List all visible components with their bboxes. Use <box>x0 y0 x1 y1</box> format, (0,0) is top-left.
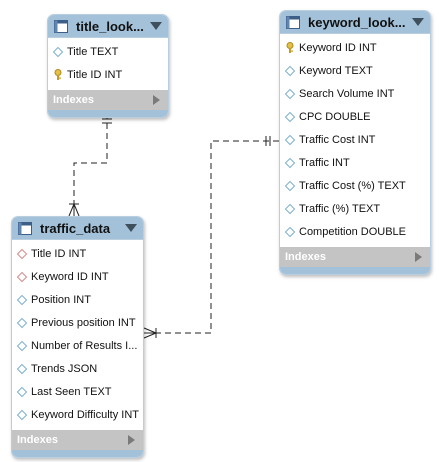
table-header[interactable]: keyword_look... <box>280 11 430 34</box>
column-diamond-icon <box>53 46 63 57</box>
relationship-title-to-traffic <box>68 113 112 217</box>
indexes-label: Indexes <box>285 251 326 263</box>
primary-key-icon <box>54 68 62 80</box>
table-footer <box>12 450 143 457</box>
column-row[interactable]: Traffic (%) TEXT <box>280 197 430 220</box>
column-list: Title ID INT Keyword ID INT Position INT… <box>12 240 143 430</box>
table-title: keyword_look... <box>308 14 406 30</box>
table-traffic-data[interactable]: traffic_data Title ID INT Keyword ID INT… <box>11 216 144 458</box>
relationship-keyword-to-traffic <box>143 136 279 339</box>
table-title-lookup[interactable]: title_look... Title TEXT Title ID INT In… <box>47 14 169 118</box>
column-label: Traffic Cost (%) TEXT <box>299 179 406 192</box>
column-diamond-icon <box>17 294 27 305</box>
column-label: Previous position INT <box>31 316 136 329</box>
column-row[interactable]: Keyword ID INT <box>280 36 430 59</box>
column-row[interactable]: Trends JSON <box>12 357 143 380</box>
column-diamond-icon <box>285 88 295 99</box>
column-label: Keyword TEXT <box>299 64 373 77</box>
foreign-key-diamond-icon <box>17 271 27 282</box>
column-row[interactable]: Title ID INT <box>12 242 143 265</box>
column-label: Position INT <box>31 293 91 306</box>
column-label: Trends JSON <box>31 362 98 375</box>
table-footer <box>280 267 430 274</box>
column-row[interactable]: Competition DOUBLE <box>280 220 430 243</box>
column-label: Title ID INT <box>31 247 87 260</box>
column-label: Competition DOUBLE <box>299 225 406 238</box>
column-row[interactable]: Keyword Difficulty INT <box>12 403 143 426</box>
column-label: CPC DOUBLE <box>299 110 371 123</box>
column-row[interactable]: Search Volume INT <box>280 82 430 105</box>
column-label: Last Seen TEXT <box>31 385 112 398</box>
column-row[interactable]: Title TEXT <box>48 40 168 63</box>
column-label: Traffic (%) TEXT <box>299 202 381 215</box>
column-label: Title TEXT <box>67 45 119 58</box>
foreign-key-diamond-icon <box>17 248 27 259</box>
indexes-section[interactable]: Indexes <box>280 247 430 267</box>
table-keyword-lookup[interactable]: keyword_look... Keyword ID INT Keyword T… <box>279 10 431 275</box>
column-row[interactable]: Title ID INT <box>48 63 168 86</box>
table-header[interactable]: title_look... <box>48 15 168 38</box>
column-list: Title TEXT Title ID INT <box>48 38 168 90</box>
column-diamond-icon <box>285 65 295 76</box>
column-diamond-icon <box>285 134 295 145</box>
indexes-section[interactable]: Indexes <box>12 430 143 450</box>
column-diamond-icon <box>285 226 295 237</box>
column-row[interactable]: Keyword ID INT <box>12 265 143 288</box>
column-diamond-icon <box>17 409 27 420</box>
chevron-down-icon[interactable] <box>412 18 424 26</box>
column-row[interactable]: Traffic Cost (%) TEXT <box>280 174 430 197</box>
table-icon <box>286 15 300 29</box>
chevron-down-icon[interactable] <box>150 22 162 30</box>
column-label: Title ID INT <box>67 68 123 81</box>
column-label: Keyword Difficulty INT <box>31 408 139 421</box>
column-diamond-icon <box>285 111 295 122</box>
column-diamond-icon <box>285 203 295 214</box>
column-list: Keyword ID INT Keyword TEXT Search Volum… <box>280 34 430 247</box>
column-label: Keyword ID INT <box>299 41 377 54</box>
column-label: Number of Results I... <box>31 339 138 352</box>
column-row[interactable]: Position INT <box>12 288 143 311</box>
column-row[interactable]: Previous position INT <box>12 311 143 334</box>
column-row[interactable]: Traffic Cost INT <box>280 128 430 151</box>
column-diamond-icon <box>17 363 27 374</box>
table-footer <box>48 110 168 117</box>
column-label: Search Volume INT <box>299 87 395 100</box>
column-label: Traffic INT <box>299 156 350 169</box>
table-title: traffic_data <box>40 220 111 236</box>
indexes-label: Indexes <box>53 94 94 106</box>
indexes-section[interactable]: Indexes <box>48 90 168 110</box>
table-title: title_look... <box>76 18 144 34</box>
table-header[interactable]: traffic_data <box>12 217 143 240</box>
column-diamond-icon <box>17 340 27 351</box>
column-diamond-icon <box>285 157 295 168</box>
column-label: Keyword ID INT <box>31 270 109 283</box>
column-row[interactable]: Keyword TEXT <box>280 59 430 82</box>
column-label: Traffic Cost INT <box>299 133 376 146</box>
column-diamond-icon <box>17 317 27 328</box>
primary-key-icon <box>286 41 294 53</box>
table-icon <box>54 19 68 33</box>
column-row[interactable]: Last Seen TEXT <box>12 380 143 403</box>
column-row[interactable]: Traffic INT <box>280 151 430 174</box>
column-row[interactable]: Number of Results I... <box>12 334 143 357</box>
column-row[interactable]: CPC DOUBLE <box>280 105 430 128</box>
chevron-down-icon[interactable] <box>125 224 137 232</box>
indexes-label: Indexes <box>17 434 58 446</box>
column-diamond-icon <box>17 386 27 397</box>
column-diamond-icon <box>285 180 295 191</box>
table-icon <box>18 221 32 235</box>
expand-arrow-icon[interactable] <box>415 252 422 262</box>
expand-arrow-icon[interactable] <box>153 95 160 105</box>
expand-arrow-icon[interactable] <box>128 435 135 445</box>
